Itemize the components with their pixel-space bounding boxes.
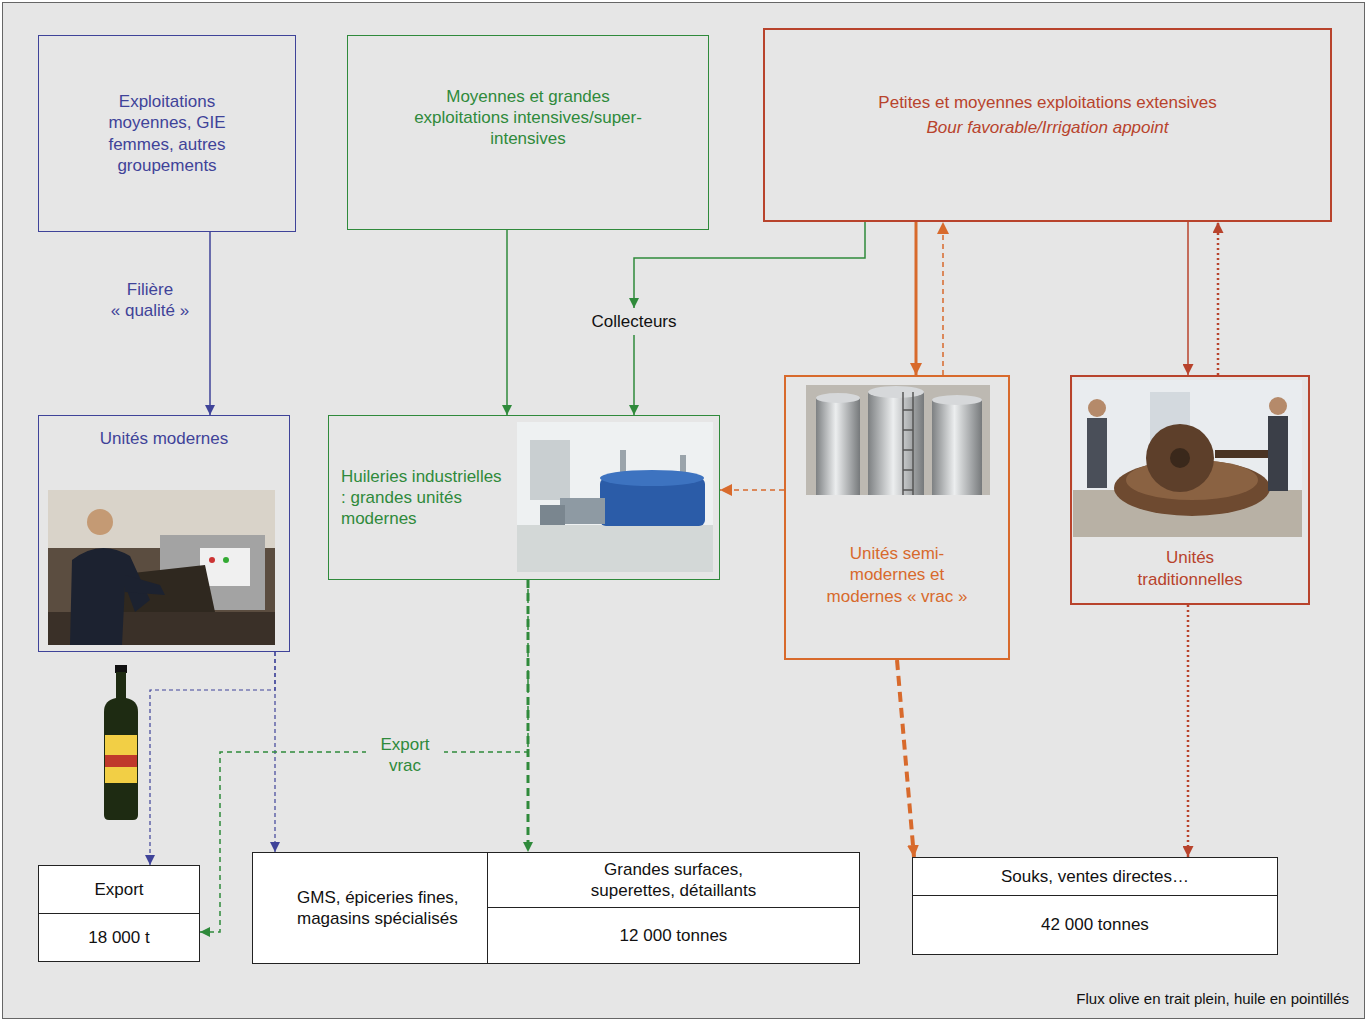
flow-arrow: [634, 222, 865, 308]
bottle-cap: [115, 665, 127, 673]
node-text: Bour favorable/Irrigation appoint: [875, 117, 1220, 138]
person-body: [1268, 416, 1288, 491]
node-text: Unités traditionnelles: [1112, 547, 1268, 590]
person-head: [1269, 397, 1287, 415]
producer-box: Exploitations moyennes, GIE femmes, autr…: [38, 35, 296, 232]
steel-tank: [932, 400, 982, 495]
flow-arrow: [915, 222, 918, 375]
flow-arrow: [942, 222, 944, 375]
worker-body: [70, 548, 150, 645]
flow-arrow: [1217, 222, 1220, 375]
beam: [1215, 450, 1275, 458]
node-text: Unités semi-modernes et modernes « vrac …: [816, 543, 978, 607]
node-text: Export: [39, 866, 199, 914]
tank-top: [816, 393, 860, 403]
node-text: Moyennes et grandes exploitations intens…: [398, 86, 658, 150]
photo-floor: [517, 525, 713, 572]
node-text: 12 000 tonnes: [488, 908, 859, 963]
button: [223, 557, 229, 563]
market-box: GMS, épiceries fines, magasins spécialis…: [252, 852, 860, 964]
worker-head: [87, 509, 113, 535]
legend-note: Flux olive en trait plein, huile en poin…: [1076, 990, 1349, 1008]
flow-arrow: [897, 660, 914, 857]
photo-wall: [1073, 380, 1302, 537]
industrial-mill-photo: [517, 422, 713, 572]
traditional-mill-photo: [1073, 380, 1302, 537]
edge-label: Export vrac: [366, 734, 444, 777]
flow-arrow: [209, 232, 211, 415]
bottle-neck: [116, 672, 126, 702]
oil-bottle: [104, 665, 138, 820]
producer-box: Petites et moyennes exploitations extens…: [763, 28, 1332, 222]
node-text: Collecteurs: [582, 311, 686, 332]
node-text: 42 000 tonnes: [913, 896, 1277, 954]
flow-arrow: [150, 652, 275, 865]
node-text: Huileries industrielles : grandes unités…: [341, 466, 507, 530]
flow-arrow: [527, 580, 530, 852]
tank-photo: [806, 385, 990, 495]
flow-arrow: [506, 230, 508, 415]
photo-ground: [806, 385, 990, 495]
edge-label: Filière « qualité »: [95, 279, 205, 322]
bottle-body: [104, 698, 138, 820]
mill-box: Unités traditionnelles: [1070, 375, 1310, 605]
ladder: [903, 392, 913, 495]
millstone-axle: [1170, 448, 1190, 468]
tank-top: [868, 386, 924, 398]
malaxer: [560, 498, 605, 524]
photo-ground: [48, 490, 275, 645]
market-box: Export18 000 t: [38, 865, 200, 962]
node-text: Unités modernes: [95, 428, 233, 449]
node-text: GMS, épiceries fines, magasins spécialis…: [253, 853, 488, 963]
steel-tank: [868, 392, 924, 495]
flow-arrow: [720, 489, 784, 491]
bottle-label: [105, 735, 137, 783]
mill-box: Huileries industrielles : grandes unités…: [328, 415, 720, 580]
mill-box: Unités semi-modernes et modernes « vrac …: [784, 375, 1010, 660]
node-text: Exploitations moyennes, GIE femmes, autr…: [97, 91, 237, 176]
node-text: Petites et moyennes exploitations extens…: [875, 92, 1220, 113]
flow-arrow: [1187, 222, 1189, 375]
window: [530, 440, 570, 500]
node-text: Souks, ventes directes…: [913, 858, 1277, 896]
node-text: 18 000 t: [39, 914, 199, 962]
bottle-band: [105, 755, 137, 767]
market-box: Souks, ventes directes…42 000 tonnes: [912, 857, 1278, 955]
person-body: [1087, 418, 1107, 488]
button: [209, 557, 215, 563]
worker-arm: [125, 575, 165, 595]
decanter-top: [600, 470, 704, 486]
workshop-photo: [48, 490, 275, 645]
tank-top: [932, 395, 982, 405]
producer-box: Moyennes et grandes exploitations intens…: [347, 35, 709, 230]
person-head: [1088, 399, 1106, 417]
photo-wall: [517, 422, 713, 572]
millstone: [1146, 424, 1214, 492]
flow-arrow: [633, 335, 635, 415]
mill-box: Unités modernes: [38, 415, 290, 652]
flow-arrow: [1187, 605, 1190, 857]
crusher: [540, 505, 565, 525]
collector-node: Collecteurs: [582, 308, 686, 335]
node-text: Grandes surfaces, superettes, détaillant…: [488, 853, 859, 908]
steel-tank: [816, 398, 860, 495]
